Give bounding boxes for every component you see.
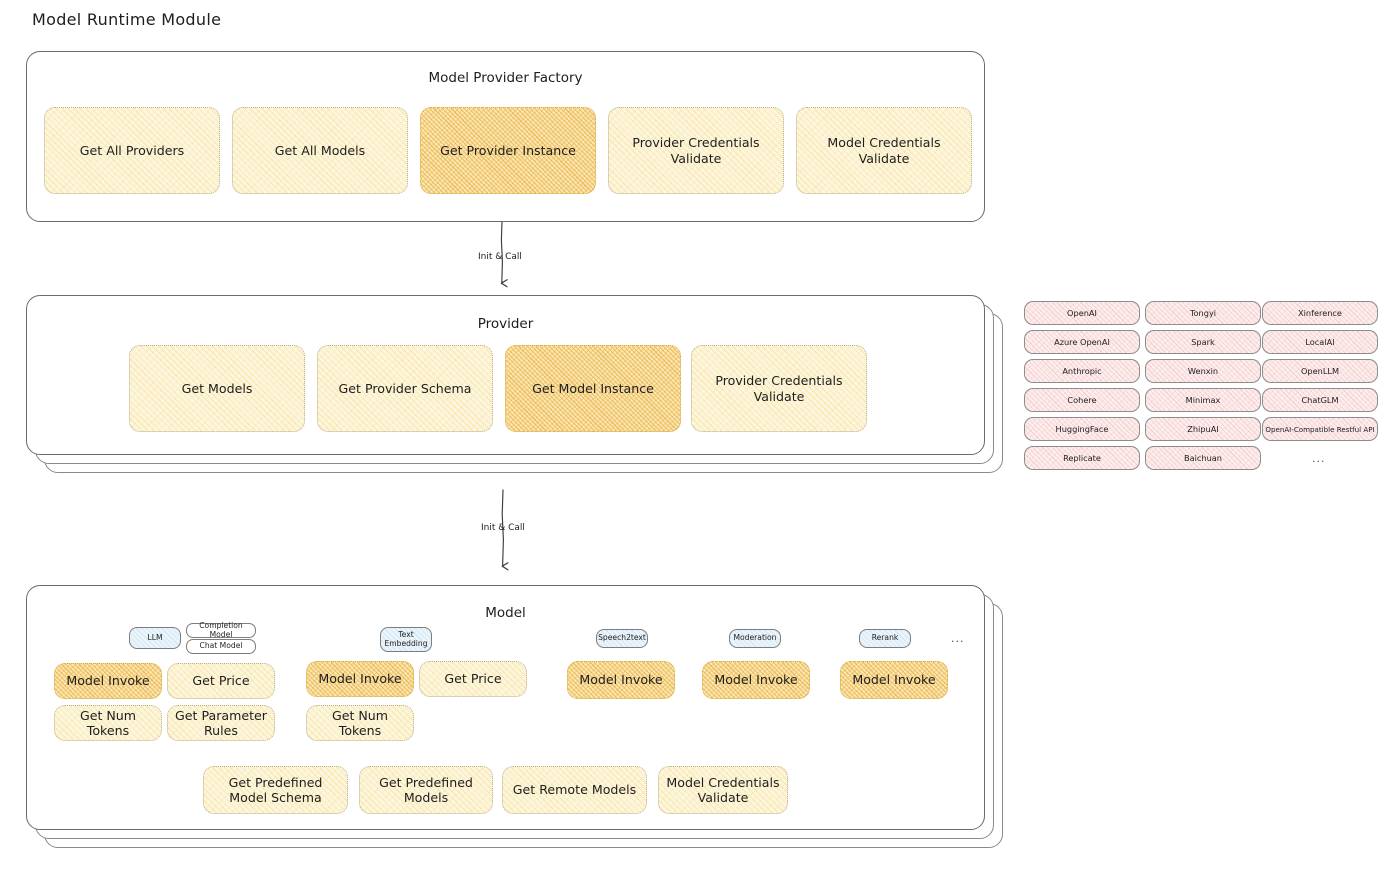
model-type-tag-moderation[interactable]: Moderation xyxy=(729,629,781,648)
node-get-all-providers[interactable]: Get All Providers xyxy=(44,107,220,194)
model-subtag-chat-model[interactable]: Chat Model xyxy=(186,639,256,654)
node-model-credentials-validate-2[interactable]: Model Credentials Validate xyxy=(658,766,788,814)
node-get-provider-schema[interactable]: Get Provider Schema xyxy=(317,345,493,432)
model-type-tag-llm[interactable]: LLM xyxy=(129,627,181,649)
provider-chip-cohere[interactable]: Cohere xyxy=(1024,388,1140,412)
page-title: Model Runtime Module xyxy=(32,10,222,29)
provider-chip-wenxin[interactable]: Wenxin xyxy=(1145,359,1261,383)
provider-chip-openllm[interactable]: OpenLLM xyxy=(1262,359,1378,383)
model-groups-ellipsis: ... xyxy=(951,632,965,645)
node-get-predefined-model-schema[interactable]: Get Predefined Model Schema xyxy=(203,766,348,814)
provider-chip-azure-openai[interactable]: Azure OpenAI xyxy=(1024,330,1140,354)
node-moderation-model-invoke[interactable]: Model Invoke xyxy=(702,661,810,699)
provider-chip-zhipuai[interactable]: ZhipuAI xyxy=(1145,417,1261,441)
model-card: Model xyxy=(26,585,985,830)
connector-label-factory-provider: Init & Call xyxy=(478,252,522,262)
model-provider-factory-title: Model Provider Factory xyxy=(428,70,583,86)
provider-chip-replicate[interactable]: Replicate xyxy=(1024,446,1140,470)
node-get-all-models[interactable]: Get All Models xyxy=(232,107,408,194)
node-model-credentials-validate[interactable]: Model Credentials Validate xyxy=(796,107,972,194)
node-text-embedding-get-num-tokens[interactable]: Get Num Tokens xyxy=(306,705,414,741)
node-provider-credentials-validate[interactable]: Provider Credentials Validate xyxy=(608,107,784,194)
provider-title: Provider xyxy=(477,316,534,332)
model-type-tag-rerank[interactable]: Rerank xyxy=(859,629,911,648)
provider-chip-xinference[interactable]: Xinference xyxy=(1262,301,1378,325)
connector-label-provider-model: Init & Call xyxy=(481,523,525,533)
model-subtag-completion-model[interactable]: Completion Model xyxy=(186,621,256,638)
node-speech2text-model-invoke[interactable]: Model Invoke xyxy=(567,661,675,699)
provider-chip-spark[interactable]: Spark xyxy=(1145,330,1261,354)
provider-chip-baichuan[interactable]: Baichuan xyxy=(1145,446,1261,470)
model-title: Model xyxy=(485,605,526,621)
provider-chip-tongyi[interactable]: Tongyi xyxy=(1145,301,1261,325)
node-llm-model-invoke[interactable]: Model Invoke xyxy=(54,663,162,699)
node-text-embedding-model-invoke[interactable]: Model Invoke xyxy=(306,661,414,697)
node-get-provider-instance[interactable]: Get Provider Instance xyxy=(420,107,596,194)
provider-chip-huggingface[interactable]: HuggingFace xyxy=(1024,417,1140,441)
provider-chip-minimax[interactable]: Minimax xyxy=(1145,388,1261,412)
node-llm-get-num-tokens[interactable]: Get Num Tokens xyxy=(54,705,162,741)
node-get-models[interactable]: Get Models xyxy=(129,345,305,432)
node-llm-get-parameter-rules[interactable]: Get Parameter Rules xyxy=(167,705,275,741)
node-text-embedding-get-price[interactable]: Get Price xyxy=(419,661,527,697)
node-get-predefined-models[interactable]: Get Predefined Models xyxy=(359,766,493,814)
model-type-tag-text-embedding[interactable]: Text Embedding xyxy=(380,627,432,652)
model-type-tag-speech2text[interactable]: Speech2text xyxy=(596,629,648,648)
node-rerank-model-invoke[interactable]: Model Invoke xyxy=(840,661,948,699)
provider-chip-openai[interactable]: OpenAI xyxy=(1024,301,1140,325)
node-provider-credentials-validate-2[interactable]: Provider Credentials Validate xyxy=(691,345,867,432)
provider-chip-anthropic[interactable]: Anthropic xyxy=(1024,359,1140,383)
node-llm-get-price[interactable]: Get Price xyxy=(167,663,275,699)
node-get-model-instance[interactable]: Get Model Instance xyxy=(505,345,681,432)
node-get-remote-models[interactable]: Get Remote Models xyxy=(502,766,647,814)
provider-chip-chatglm[interactable]: ChatGLM xyxy=(1262,388,1378,412)
provider-chip-localai[interactable]: LocalAI xyxy=(1262,330,1378,354)
provider-chip-openai-compatible-restful-api[interactable]: OpenAI-Compatible Restful API xyxy=(1262,417,1378,441)
provider-list-ellipsis: ... xyxy=(1312,452,1326,465)
